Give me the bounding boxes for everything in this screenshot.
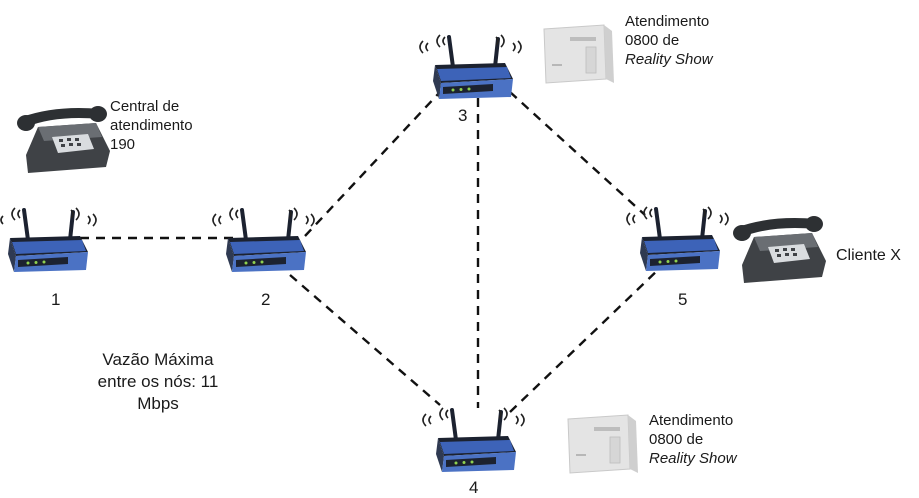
link-2-3 — [304, 91, 441, 237]
link-3-5 — [509, 91, 646, 216]
node-label-2: 2 — [261, 290, 271, 309]
router-icon-1 — [0, 206, 98, 274]
link-2-4 — [289, 274, 441, 406]
router-icon-4 — [421, 406, 526, 474]
link-lines — [80, 91, 661, 413]
central-phone-icon — [17, 106, 110, 173]
throughput-label: Vazão Máxima entre os nós: 11 Mbps — [97, 350, 219, 413]
router-icon-2 — [211, 206, 316, 274]
client-label: Cliente X — [836, 247, 901, 264]
router-icon-5 — [625, 205, 730, 273]
node-label-4: 4 — [469, 478, 479, 497]
attend-top-label: Atendimento 0800 de Reality Show — [625, 13, 713, 68]
node-label-1: 1 — [51, 290, 61, 309]
node-label-3: 3 — [458, 106, 468, 125]
attend-bottom-label: Atendimento 0800 de Reality Show — [649, 412, 737, 467]
link-4-5 — [509, 267, 661, 413]
server-icon-top — [543, 24, 615, 84]
server-icon-bottom — [567, 414, 639, 474]
central-label: Central de atendimento 190 — [110, 98, 193, 153]
node-label-5: 5 — [678, 290, 688, 309]
client-phone-icon — [733, 216, 826, 283]
router-icon-3 — [418, 33, 523, 101]
